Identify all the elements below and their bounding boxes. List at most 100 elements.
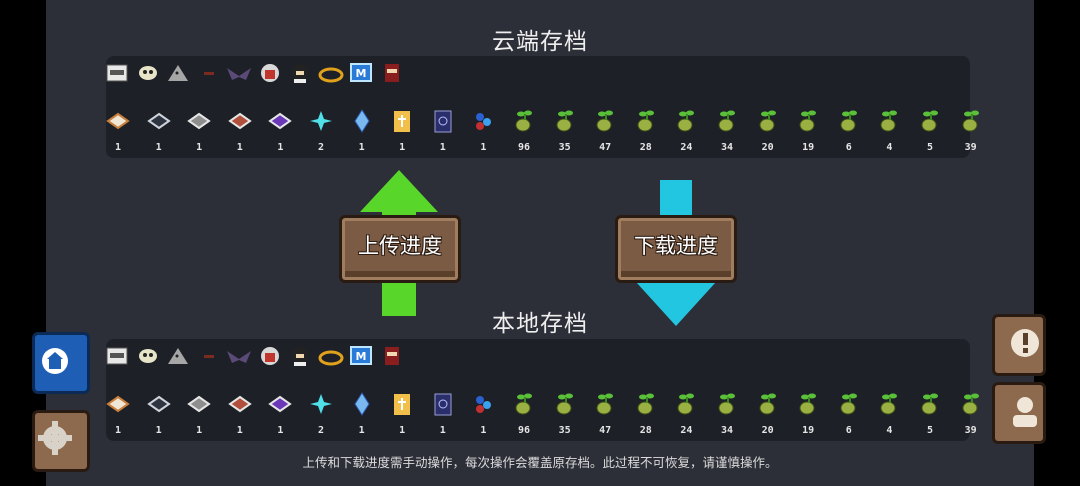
sprout-seed-icon bbox=[958, 391, 984, 417]
item-count: 4 bbox=[886, 142, 893, 153]
settings-button[interactable] bbox=[32, 410, 90, 472]
item-count: 1 bbox=[277, 142, 284, 153]
item-count: 1 bbox=[114, 425, 122, 436]
item-count: 5 bbox=[926, 142, 934, 153]
sprout-seed-icon bbox=[552, 391, 578, 417]
golden-crown-icon bbox=[318, 60, 344, 86]
svg-text:M: M bbox=[356, 67, 367, 80]
sprout-seed-icon bbox=[755, 108, 781, 134]
item-count: 1 bbox=[439, 142, 446, 153]
wood-plate-icon bbox=[105, 391, 131, 417]
ghost-mask-icon bbox=[135, 343, 161, 369]
sprout-seed-icon bbox=[876, 108, 902, 134]
sprout-seed-icon bbox=[592, 391, 618, 417]
iron-plate-icon bbox=[146, 391, 172, 417]
stone-shark-icon bbox=[165, 60, 191, 86]
item-count: 39 bbox=[964, 425, 977, 436]
sprout-seed-icon bbox=[958, 108, 984, 134]
item-count: 24 bbox=[680, 425, 693, 436]
cloud-save-title: 云端存档 bbox=[492, 29, 588, 55]
bat-icon bbox=[226, 343, 252, 369]
item-count: 4 bbox=[886, 425, 893, 436]
download-progress-button[interactable]: 下载进度 bbox=[615, 215, 737, 283]
blue-m-badge-icon: M bbox=[348, 343, 374, 369]
blue-gem-icon bbox=[349, 108, 375, 134]
blue-crystal-shard-icon bbox=[308, 391, 334, 417]
item-count: 1 bbox=[358, 425, 365, 436]
copper-plate-icon bbox=[227, 391, 253, 417]
alert-button[interactable] bbox=[992, 314, 1046, 376]
cloud-save-icon bbox=[42, 348, 68, 374]
item-count: 35 bbox=[558, 142, 571, 153]
item-count: 1 bbox=[277, 425, 284, 436]
profile-button[interactable] bbox=[992, 382, 1046, 444]
copper-plate-icon bbox=[227, 108, 253, 134]
blue-m-badge-icon: M bbox=[348, 60, 374, 86]
item-count: 1 bbox=[480, 142, 487, 153]
sprout-seed-icon bbox=[836, 391, 862, 417]
item-count: 2 bbox=[317, 142, 325, 153]
item-count: 1 bbox=[399, 142, 406, 153]
item-count: 1 bbox=[480, 425, 487, 436]
sprout-seed-icon bbox=[714, 391, 740, 417]
red-oni-icon bbox=[257, 60, 283, 86]
sprout-seed-icon bbox=[917, 108, 943, 134]
sprout-seed-icon bbox=[755, 391, 781, 417]
cloud-save-tab-button[interactable] bbox=[32, 332, 90, 394]
red-knight-icon bbox=[379, 343, 405, 369]
sprout-seed-icon bbox=[552, 108, 578, 134]
tap-card-icon bbox=[104, 60, 130, 86]
sprout-seed-icon bbox=[917, 391, 943, 417]
item-count: 1 bbox=[155, 142, 162, 153]
blue-crystal-shard-icon bbox=[308, 108, 334, 134]
item-count: 47 bbox=[599, 425, 612, 436]
item-count: 96 bbox=[517, 425, 531, 436]
stone-shark-icon bbox=[165, 343, 191, 369]
local-save-title: 本地存档 bbox=[492, 311, 588, 337]
sprout-seed-icon bbox=[673, 391, 699, 417]
tiny-gun-icon bbox=[196, 343, 222, 369]
sprout-seed-icon bbox=[876, 391, 902, 417]
iron-plate-icon bbox=[146, 108, 172, 134]
red-knight-icon bbox=[379, 60, 405, 86]
item-count: 35 bbox=[558, 425, 571, 436]
item-count: 19 bbox=[802, 425, 815, 436]
item-count: 1 bbox=[236, 142, 243, 153]
wood-plate-icon bbox=[105, 108, 131, 134]
sprout-seed-icon bbox=[714, 108, 740, 134]
profile-icon bbox=[1013, 397, 1037, 427]
sprout-seed-icon bbox=[836, 108, 862, 134]
blue-flower-icon bbox=[470, 391, 496, 417]
tiny-gun-icon bbox=[196, 60, 222, 86]
golden-scroll-icon bbox=[389, 391, 415, 417]
item-count: 1 bbox=[236, 425, 243, 436]
item-count: 6 bbox=[845, 142, 852, 153]
bat-icon bbox=[226, 60, 252, 86]
item-count: 1 bbox=[358, 142, 365, 153]
item-count: 2 bbox=[317, 425, 325, 436]
item-count: 96 bbox=[517, 142, 531, 153]
purple-plate-icon bbox=[267, 391, 293, 417]
upload-progress-button[interactable]: 上传进度 bbox=[339, 215, 461, 283]
red-oni-icon bbox=[257, 343, 283, 369]
item-count: 5 bbox=[926, 425, 934, 436]
sprout-seed-icon bbox=[592, 108, 618, 134]
item-count: 20 bbox=[761, 425, 774, 436]
dark-tome-icon bbox=[430, 391, 456, 417]
sprout-seed-icon bbox=[633, 108, 659, 134]
svg-text:M: M bbox=[356, 350, 367, 363]
hooded-ninja-icon bbox=[287, 60, 313, 86]
sprout-seed-icon bbox=[511, 108, 537, 134]
sprout-seed-icon bbox=[511, 391, 537, 417]
sprout-seed-icon bbox=[633, 391, 659, 417]
item-count: 34 bbox=[720, 425, 734, 436]
hooded-ninja-icon bbox=[287, 343, 313, 369]
golden-crown-icon bbox=[318, 343, 344, 369]
item-count: 1 bbox=[155, 425, 162, 436]
alert-icon bbox=[1011, 329, 1039, 357]
sprout-seed-icon bbox=[795, 108, 821, 134]
item-count: 1 bbox=[439, 425, 446, 436]
